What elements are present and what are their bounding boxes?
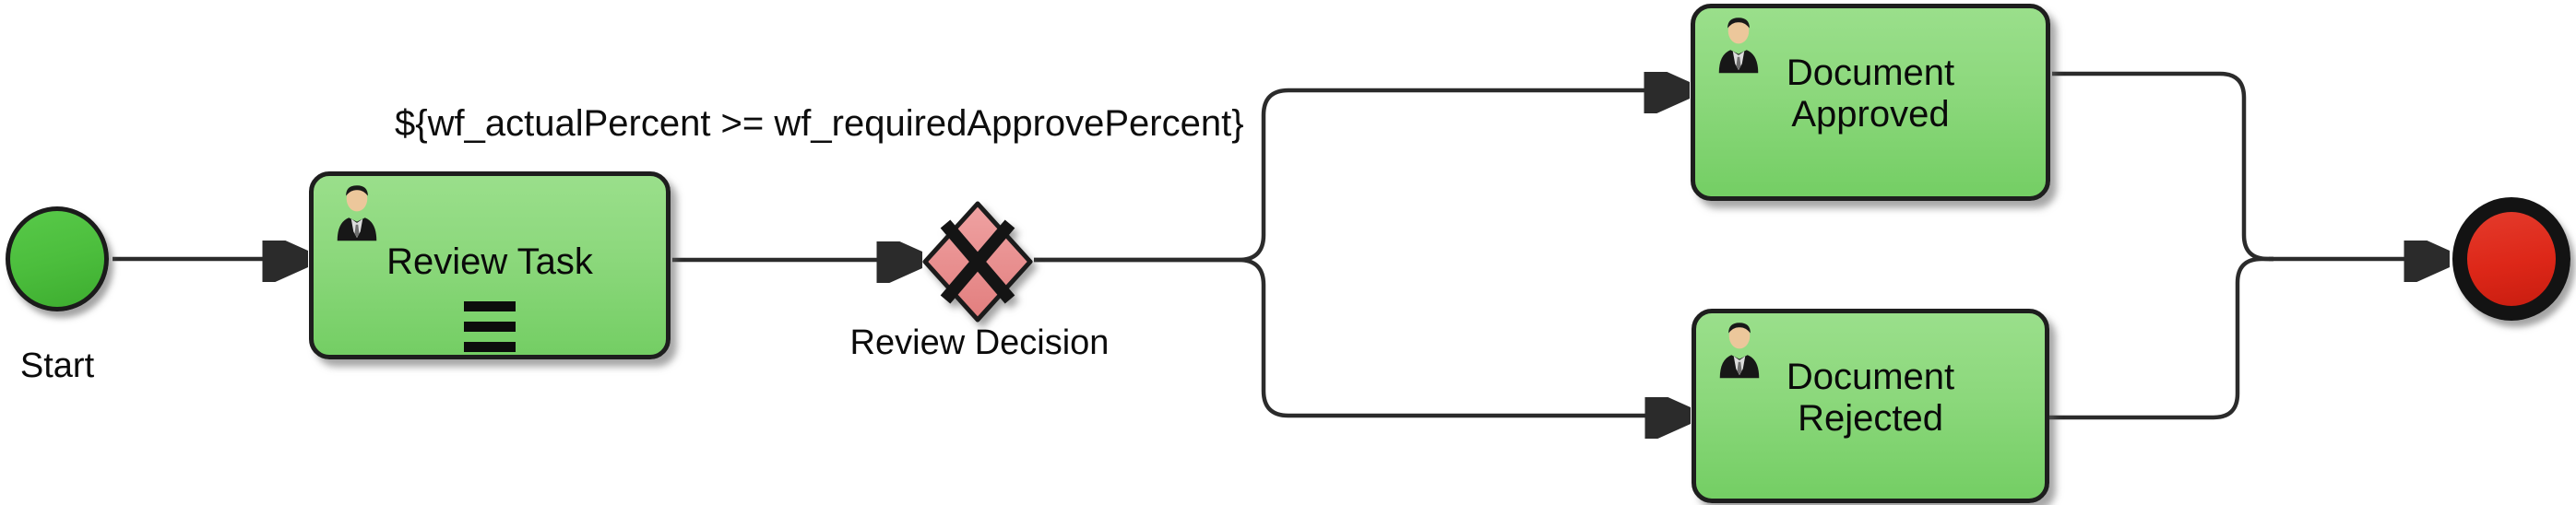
user-icon [1716, 320, 1763, 379]
label-line-1: Document [1786, 356, 1955, 397]
document-rejected-label: Document Rejected [1787, 357, 1954, 456]
user-icon [334, 182, 380, 241]
end-event-circle [2452, 197, 2570, 321]
flow-document-approved-to-merge [2052, 71, 2273, 262]
user-icon [1715, 15, 1762, 74]
multi-instance-sequential-marker [464, 301, 516, 352]
document-approved-label: Document Approved [1787, 53, 1954, 152]
start-event-label: Start [19, 346, 95, 385]
flow-gateway-to-document-rejected [1034, 257, 1684, 416]
condition-expression-label: ${wf_actualPercent >= wf_requiredApprove… [395, 103, 1244, 144]
label-line-2: Approved [1791, 94, 1950, 135]
label-line-1: Document [1786, 53, 1955, 93]
review-task-node: Review Task [309, 171, 671, 359]
flow-document-rejected-to-merge [2049, 256, 2273, 420]
label-line-2: Rejected [1798, 397, 1943, 439]
gateway-label: Review Decision [849, 323, 1110, 362]
start-event-circle [6, 206, 109, 311]
document-rejected-node: Document Rejected [1692, 309, 2049, 503]
exclusive-gateway-diamond [922, 201, 1033, 323]
document-approved-node: Document Approved [1691, 4, 2050, 201]
review-task-label: Review Task [386, 241, 593, 282]
flow-gateway-to-document-approved [1034, 90, 1683, 263]
x-mark-icon [940, 219, 1015, 304]
